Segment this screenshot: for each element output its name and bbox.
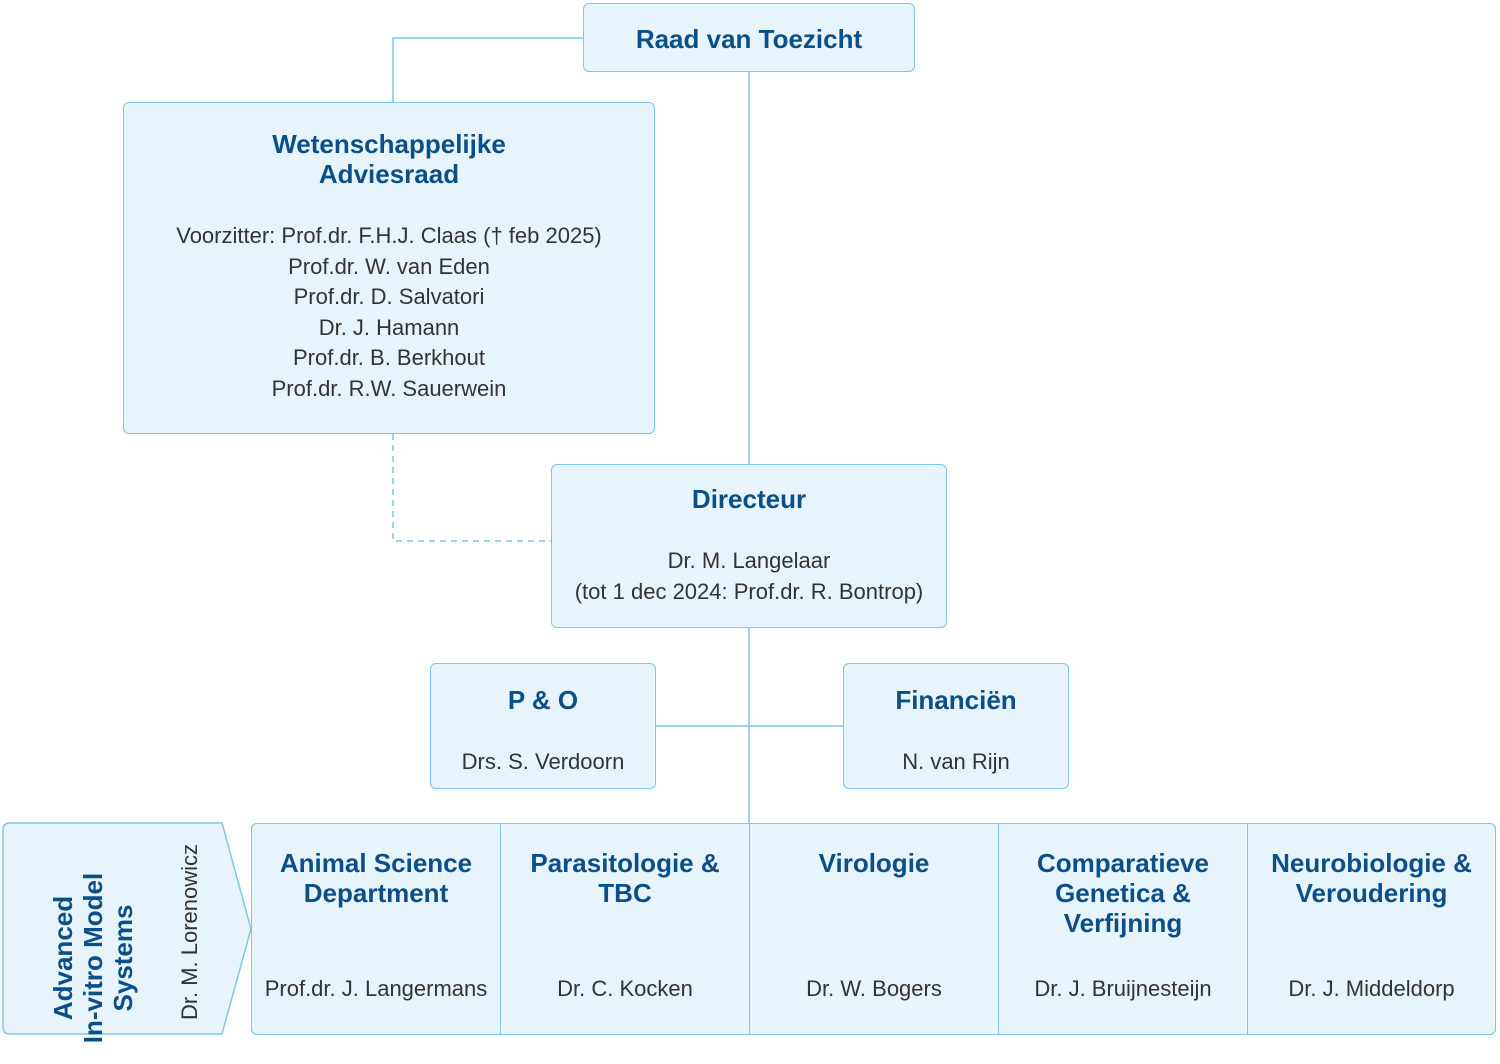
- department-parasitologie: Parasitologie & TBC Dr. C. Kocken: [500, 823, 750, 1035]
- department-neurobiologie: Neurobiologie & Veroudering Dr. J. Midde…: [1247, 823, 1496, 1035]
- department-person: Dr. J. Bruijnesteijn: [1034, 976, 1212, 1001]
- adviesraad-member: Prof.dr. W. van Eden: [288, 253, 490, 279]
- department-title-line: Verfijning: [1063, 908, 1183, 938]
- adviesraad-member: Voorzitter: Prof.dr. F.H.J. Claas († feb…: [176, 223, 602, 248]
- department-title-line: Genetica &: [1055, 878, 1191, 908]
- directeur-title: Directeur: [691, 484, 807, 514]
- department-title-line: Animal Science: [279, 848, 473, 878]
- department-comparatieve-genetica: Comparatieve Genetica & Verfijning Dr. J…: [998, 823, 1248, 1035]
- raad-title: Raad van Toezicht: [635, 24, 863, 54]
- advanced-title-line2: In-vitro Model: [78, 872, 108, 1044]
- po-person: Drs. S. Verdoorn: [461, 749, 625, 774]
- department-title-line: Parasitologie &: [530, 848, 720, 878]
- directeur-box: Directeur Dr. M. Langelaar (tot 1 dec 20…: [551, 464, 947, 628]
- department-person: Dr. C. Kocken: [557, 976, 693, 1001]
- financien-box: Financiën N. van Rijn: [843, 663, 1069, 789]
- financien-title: Financiën: [895, 685, 1017, 715]
- department-person: Dr. W. Bogers: [806, 976, 942, 1001]
- connector-adviesraad-directeur: [392, 434, 552, 542]
- department-title-line: Comparatieve: [1037, 848, 1209, 878]
- department-title-line: Department: [303, 878, 449, 908]
- adviesraad-member: Dr. J. Hamann: [318, 314, 460, 340]
- financien-person: N. van Rijn: [902, 749, 1010, 774]
- advanced-title-line3: Systems: [108, 904, 138, 1012]
- po-box: P & O Drs. S. Verdoorn: [430, 663, 656, 789]
- directeur-person: Dr. M. Langelaar: [667, 548, 831, 573]
- department-title-line: Neurobiologie &: [1271, 848, 1472, 878]
- department-person: Dr. J. Middeldorp: [1288, 976, 1455, 1001]
- advanced-person: Dr. M. Lorenowicz: [177, 843, 202, 1021]
- directeur-details: Dr. M. Langelaar (tot 1 dec 2024: Prof.d…: [552, 546, 946, 607]
- adviesraad-member: Prof.dr. R.W. Sauerwein: [271, 375, 507, 401]
- connector-raad-adviesraad: [392, 37, 584, 103]
- connector-lines: [392, 37, 844, 825]
- adviesraad-box: Wetenschappelijke Adviesraad Voorzitter:…: [123, 102, 655, 434]
- department-title-line: Virologie: [818, 848, 930, 878]
- advanced-title-line1: Advanced: [48, 895, 78, 1021]
- raad-van-toezicht-box: Raad van Toezicht: [583, 3, 915, 72]
- po-title: P & O: [507, 685, 579, 715]
- department-person: Prof.dr. J. Langermans: [264, 976, 488, 1001]
- directeur-note: (tot 1 dec 2024: Prof.dr. R. Bontrop): [574, 578, 924, 604]
- adviesraad-members: Voorzitter: Prof.dr. F.H.J. Claas († feb…: [124, 221, 654, 404]
- adviesraad-member: Prof.dr. B. Berkhout: [293, 345, 485, 370]
- adviesraad-title: Wetenschappelijke Adviesraad: [124, 129, 654, 189]
- department-virologie: Virologie Dr. W. Bogers: [749, 823, 999, 1035]
- department-title-line: TBC: [598, 878, 652, 908]
- adviesraad-member: Prof.dr. D. Salvatori: [293, 284, 485, 309]
- adviesraad-title-line1: Wetenschappelijke: [272, 129, 506, 159]
- department-animal-science: Animal Science Department Prof.dr. J. La…: [251, 823, 501, 1035]
- department-title-line: Veroudering: [1295, 878, 1448, 908]
- adviesraad-title-line2: Adviesraad: [318, 159, 460, 189]
